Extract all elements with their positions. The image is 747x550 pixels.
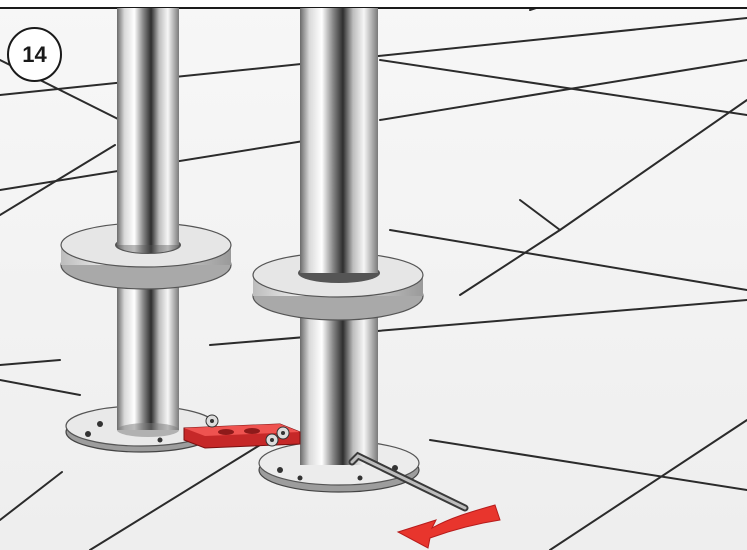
tile-line [519, 199, 561, 231]
tile-line [0, 359, 61, 366]
tile-line [389, 229, 747, 291]
tile-line [89, 444, 261, 550]
tile-line [209, 299, 747, 346]
tile-line [549, 419, 747, 550]
left-post-lower [117, 280, 179, 430]
tile-line [0, 144, 116, 216]
tile-line [0, 471, 63, 521]
top-border [0, 0, 747, 8]
red-bracket [183, 414, 301, 449]
step-number-badge: 14 [7, 27, 62, 82]
tile-line [0, 379, 81, 396]
step-number: 14 [22, 41, 47, 67]
right-post-lower [300, 300, 378, 465]
tile-line [379, 59, 747, 116]
right-post [252, 8, 424, 493]
tile-line [429, 439, 747, 491]
left-post [60, 8, 232, 453]
tile-line [379, 59, 747, 121]
allen-key-icon [348, 451, 469, 512]
curved-arrow-left-icon [396, 504, 501, 549]
